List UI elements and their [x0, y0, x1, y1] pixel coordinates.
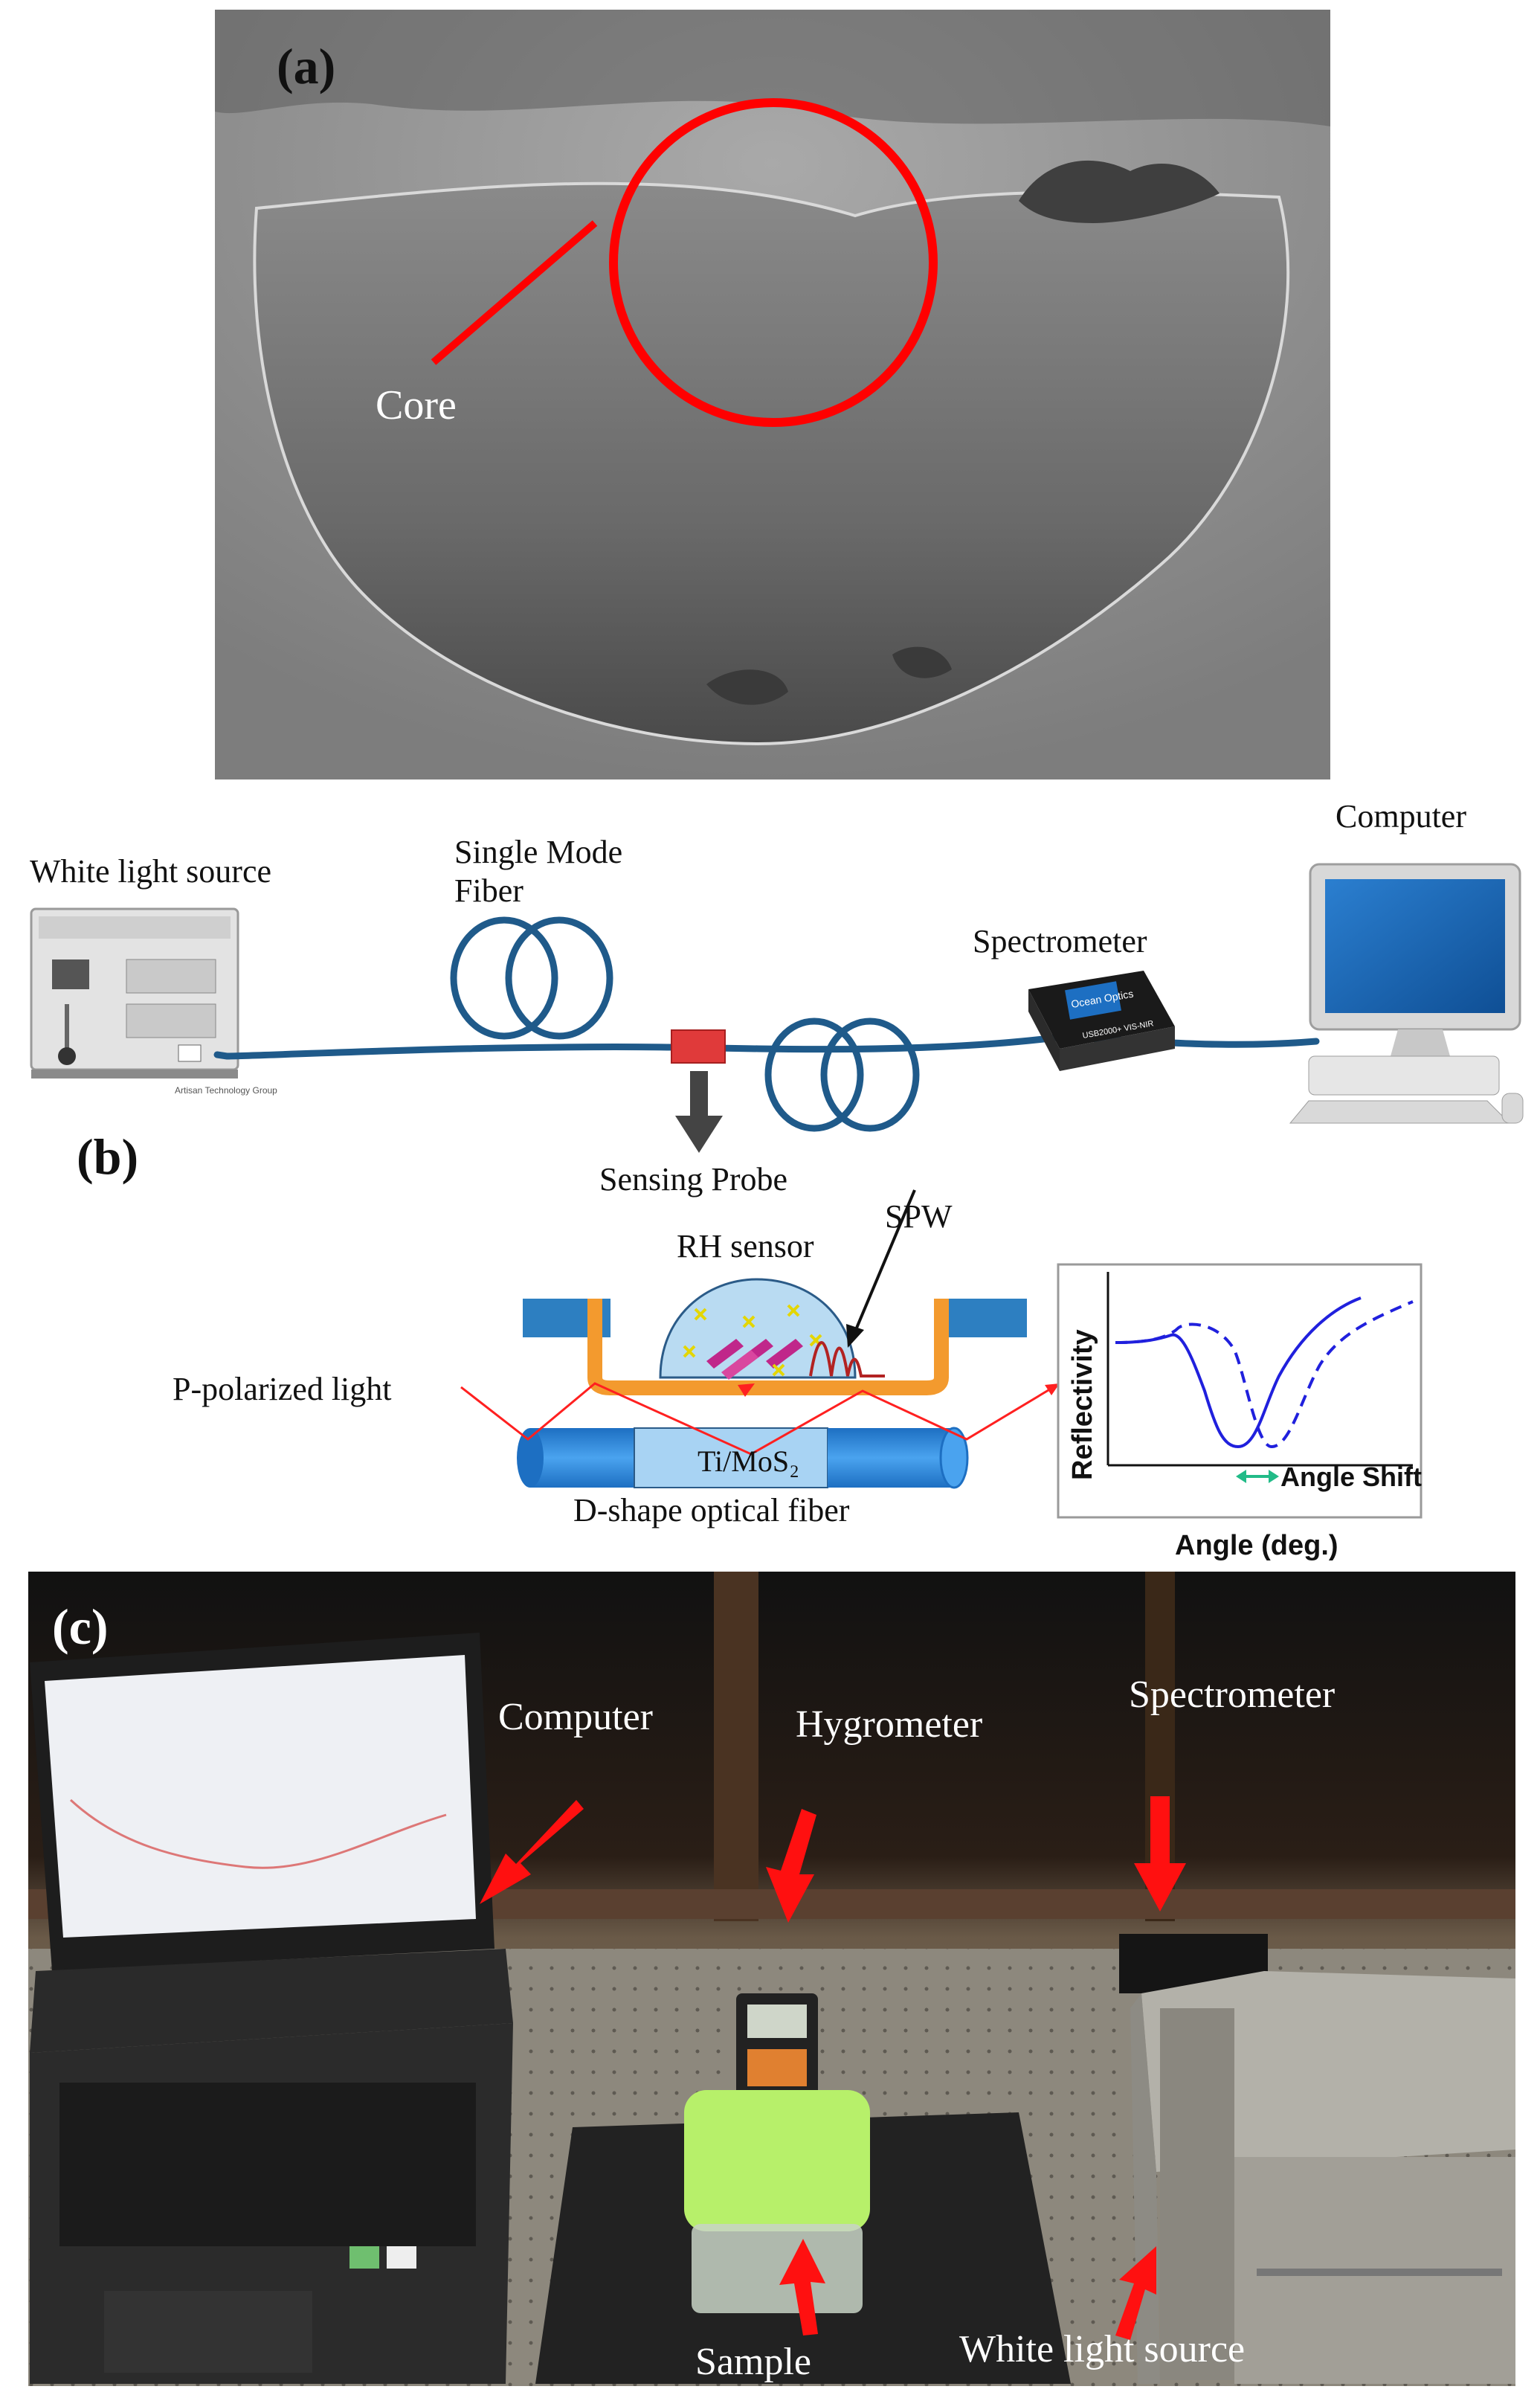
spectrometer-label: Spectrometer: [973, 923, 1147, 959]
fiber-cylinder-left-end: [517, 1428, 544, 1488]
light-arrow-head-mid: [738, 1383, 755, 1397]
arrow-sample: [779, 2239, 825, 2335]
rh-sensor-dome: [659, 1278, 857, 1379]
sample-container: [684, 2090, 870, 2313]
angle-shift-label: Angle Shift: [1280, 1462, 1422, 1492]
panel-b: Artisan Technology Group Ocean Optics US…: [30, 798, 1524, 1198]
inset-ylabel: Reflectivity: [1067, 1329, 1098, 1480]
core-label: Core: [376, 382, 457, 428]
arrow-hygrometer: [766, 1809, 816, 1923]
arrow-spectrometer: [1134, 1796, 1186, 1912]
annotation-arrows: [480, 1796, 1186, 2340]
mos2-flakes: [706, 1339, 803, 1380]
spectrometer-photo-label: Spectrometer: [1129, 1674, 1335, 1716]
single-mode-fiber-label-line2: Fiber: [454, 872, 523, 909]
panel-a: Core (a): [215, 10, 1330, 779]
sensor-gold-layer: [587, 1299, 949, 1395]
debris-top-right: [1019, 160, 1220, 223]
arrow-computer: [480, 1800, 584, 1904]
panel-c-label: (c): [52, 1598, 108, 1655]
d-shape-fiber-label: D-shape optical fiber: [573, 1492, 850, 1528]
fiber-coil: [764, 1018, 864, 1132]
inset-xlabel: Angle (deg.): [1175, 1530, 1338, 1561]
core-highlight-circle: [609, 98, 938, 427]
reflectivity-curve-before: [1115, 1296, 1362, 1449]
fiber-cylinder-right: [828, 1428, 954, 1488]
rh-sensor-label: RH sensor: [677, 1228, 814, 1264]
panel-a-label: (a): [277, 38, 335, 94]
single-mode-fiber-label-line1: Single Mode: [454, 834, 622, 870]
debris-bottom-right: [892, 646, 952, 678]
water-molecules: [683, 1304, 822, 1377]
fiber-cross-section: [253, 181, 1290, 746]
white-light-source-instrument: [1130, 1971, 1515, 2384]
hygrometer-device: [736, 1993, 818, 2097]
white-light-source-label: White light source: [30, 853, 271, 890]
laptop: [30, 1633, 513, 2384]
window-frame: [714, 1572, 758, 1921]
fiber-cylinder-left: [530, 1428, 634, 1488]
core-leader-line: [431, 220, 598, 365]
sem-top-texture: [215, 10, 1330, 126]
panel-b-label: (b): [77, 1128, 138, 1185]
spw-label: SPW: [885, 1198, 953, 1235]
ti-mos2-label: Ti/MoS₂: [697, 1444, 799, 1478]
reflectivity-inset: Angle Shift Angle (deg.) Reflectivity: [1057, 1263, 1423, 1561]
debris-bottom: [706, 669, 788, 705]
cladding-right: [939, 1299, 1027, 1337]
spectrometer-device: Ocean Optics USB2000+ VIS-NIR: [1028, 971, 1175, 1071]
fiber-d-section: [634, 1427, 828, 1488]
sensing-probe-block: [671, 1029, 726, 1064]
light-arrow-head: [1045, 1383, 1060, 1395]
fiber-cylinder-right-end: [939, 1427, 969, 1489]
sample-photo-label: Sample: [695, 2341, 811, 2383]
white-light-source-device: Artisan Technology Group: [30, 907, 277, 1096]
angle-shift-arrow-right-head: [1269, 1470, 1279, 1483]
fiber-coil: [505, 916, 613, 1040]
angle-shift-arrow-left-head: [1236, 1470, 1246, 1483]
fiber-coil: [820, 1018, 920, 1132]
hygrometer-photo-label: Hygrometer: [796, 1703, 982, 1746]
computer-device: [1289, 863, 1524, 1124]
sensing-probe-arrow-head: [675, 1116, 723, 1153]
spw-wave: [809, 1341, 885, 1377]
sensing-probe-arrow-shaft: [690, 1071, 708, 1117]
arrow-white-light-source: [1115, 2246, 1156, 2340]
panel-c: (c) Computer Hygrometer Spectrometer Sam…: [28, 1572, 1515, 2386]
reflectivity-curve-after: [1115, 1300, 1414, 1449]
p-polarized-light-path: [460, 1382, 1060, 1456]
source-device-note: Artisan Technology Group: [175, 1085, 277, 1096]
white-light-source-photo-label: White light source: [959, 2328, 1245, 2370]
computer-photo-label: Computer: [498, 1696, 653, 1738]
computer-label: Computer: [1336, 798, 1466, 835]
sensor-detail: Ti/MoS₂ RH sensor SPW P-polarized light …: [173, 1189, 1060, 1528]
p-polarized-light-label: P-polarized light: [173, 1371, 392, 1407]
spw-arrow-head: [846, 1324, 864, 1348]
sensing-probe-label: Sensing Probe: [599, 1161, 787, 1198]
fiber-coil: [450, 916, 558, 1040]
spw-arrow: [854, 1189, 916, 1332]
